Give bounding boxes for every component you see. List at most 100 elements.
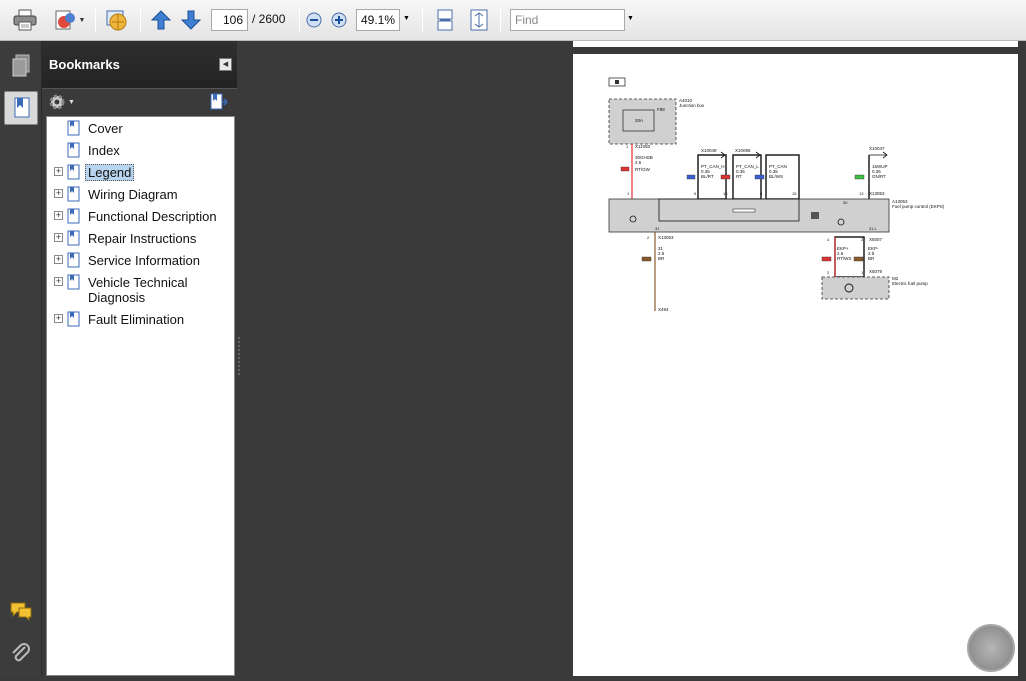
svg-text:PT_CAN_H: PT_CAN_H <box>701 164 725 169</box>
bookmark-item[interactable]: +Repair Instructions <box>47 227 234 249</box>
bookmark-icon <box>67 142 80 158</box>
svg-text:EKP-: EKP- <box>868 246 879 251</box>
fit-page-icon <box>470 9 488 31</box>
find-dropdown-icon[interactable]: ▼ <box>627 15 634 22</box>
zoom-level-input[interactable]: 49.1% <box>356 9 400 31</box>
globe-share-icon <box>106 10 127 31</box>
fuse-id: F88 <box>657 107 665 112</box>
zoom-in-button[interactable] <box>330 6 348 34</box>
svg-text:13: 13 <box>859 191 864 196</box>
pump-plug: X5079 <box>869 269 883 274</box>
svg-text:10: 10 <box>723 191 728 196</box>
toolbar-separator <box>95 8 96 32</box>
wiring-diagram: A4010 Junction box F88 20A 1 X11050 30GH… <box>608 77 945 312</box>
bookmark-item[interactable]: +Fault Elimination <box>47 308 234 330</box>
expand-bookmark-button[interactable] <box>209 93 229 116</box>
bookmarks-header: Bookmarks ◀ <box>42 41 237 89</box>
toolbar-separator <box>140 8 141 32</box>
expand-plus-icon[interactable]: + <box>54 276 63 286</box>
bookmarks-panel-button[interactable] <box>4 91 38 125</box>
connector-can-h: X10049 <box>701 148 717 153</box>
panel-resize-handle[interactable] <box>237 335 241 381</box>
share-button[interactable] <box>102 6 132 34</box>
bookmark-item[interactable]: + Service Information <box>47 249 234 271</box>
connector-top: X11050 <box>635 144 651 149</box>
expand-plus-icon[interactable]: + <box>54 232 63 242</box>
bookmark-item[interactable]: Index <box>47 139 234 161</box>
comments-button[interactable] <box>4 594 38 628</box>
diagram-symbol <box>608 77 626 87</box>
svg-text:2: 2 <box>827 270 830 275</box>
expand-plus-icon[interactable]: + <box>54 166 63 176</box>
previous-page-button[interactable] <box>148 6 174 34</box>
bookmarks-title: Bookmarks <box>49 57 120 72</box>
bookmark-item[interactable]: + Functional Description <box>47 205 234 227</box>
svg-text:RT/WS: RT/WS <box>837 256 851 261</box>
pump-label: Electric fuel pump <box>892 281 928 286</box>
next-page-button[interactable] <box>178 6 204 34</box>
svg-text:GN/RT: GN/RT <box>872 174 886 179</box>
bookmark-item[interactable]: Cover <box>47 117 234 139</box>
create-pdf-icon <box>55 10 75 30</box>
bookmark-item[interactable]: +Vehicle Technical Diagnosis <box>47 271 234 308</box>
toolbar-separator <box>500 8 501 32</box>
module-connector: X13053 <box>869 191 885 196</box>
collapse-panel-button[interactable]: ◀ <box>219 58 232 71</box>
bookmark-item[interactable]: +Wiring Diagram <box>47 183 234 205</box>
comments-icon <box>10 602 32 621</box>
find-input[interactable]: Find <box>510 9 625 31</box>
bookmark-icon <box>67 120 80 136</box>
zoom-out-button[interactable] <box>305 6 323 34</box>
svg-text:9: 9 <box>694 191 697 196</box>
bookmark-label: Legend <box>85 164 135 181</box>
page-number-input[interactable]: 106 <box>211 9 248 31</box>
svg-text:31: 31 <box>658 246 664 251</box>
paperclip-icon <box>12 643 30 662</box>
svg-text:8: 8 <box>760 191 763 196</box>
page-total-label: / 2600 <box>252 12 286 26</box>
pump-connector: X5007 <box>869 237 883 242</box>
printer-icon <box>13 9 37 31</box>
bookmark-label: Functional Description <box>88 209 217 224</box>
zoom-dropdown-icon[interactable]: ▼ <box>403 15 410 22</box>
svg-text:BL/RT: BL/RT <box>701 174 714 179</box>
module-id: A13053 <box>892 199 908 204</box>
svg-text:4: 4 <box>827 237 830 242</box>
fuel-pump <box>821 276 890 300</box>
connector-wup: X10047 <box>869 146 885 151</box>
svg-text:31: 31 <box>655 226 660 231</box>
bookmark-icon <box>67 274 80 290</box>
expand-plus-icon[interactable]: + <box>54 313 63 323</box>
document-viewport[interactable]: A4010 Junction box F88 20A 1 X11050 30GH… <box>241 41 1026 676</box>
svg-text:2.5: 2.5 <box>635 160 642 165</box>
expand-plus-icon[interactable]: + <box>54 254 63 264</box>
svg-text:0.35: 0.35 <box>872 169 881 174</box>
bookmark-icon <box>67 311 80 327</box>
bookmark-icon <box>67 208 80 224</box>
print-button[interactable] <box>10 6 40 34</box>
fuel-pump-control-module <box>608 198 890 233</box>
create-button[interactable]: ▼ <box>50 6 88 34</box>
bookmark-icon <box>67 230 80 246</box>
expand-plus-icon[interactable]: + <box>54 188 63 198</box>
bookmark-label: Service Information <box>88 253 200 268</box>
scroll-mode-icon <box>437 9 453 31</box>
watermark-logo <box>967 624 1015 672</box>
previous-page-edge <box>573 41 1018 47</box>
options-button[interactable]: ▼ <box>48 93 75 111</box>
svg-text:PT_CAN: PT_CAN <box>769 164 787 169</box>
bookmark-item[interactable]: + Legend <box>47 161 234 183</box>
zoom-out-icon <box>306 12 322 28</box>
bookmark-icon <box>14 97 30 118</box>
chevron-down-icon: ▼ <box>78 16 86 24</box>
svg-text:2.5: 2.5 <box>837 251 844 256</box>
ground-point: X494 <box>658 307 669 312</box>
svg-text:2.5: 2.5 <box>868 251 875 256</box>
svg-text:2.5: 2.5 <box>658 251 665 256</box>
pages-panel-button[interactable] <box>4 49 38 83</box>
fit-page-button[interactable] <box>466 6 492 34</box>
main-toolbar: ▼ 106 / 2600 49.1% ▼ <box>0 0 1026 41</box>
fit-width-button[interactable] <box>432 6 458 34</box>
attachments-button[interactable] <box>4 637 38 671</box>
expand-plus-icon[interactable]: + <box>54 210 63 220</box>
